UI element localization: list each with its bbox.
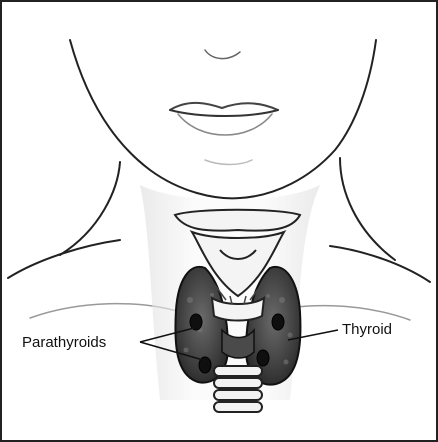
parathyroids-label: Parathyroids xyxy=(22,334,106,351)
trachea xyxy=(214,366,262,412)
thyroid-label: Thyroid xyxy=(342,321,392,338)
trachea-ring xyxy=(214,402,262,412)
parathyroid-upper-right xyxy=(272,314,284,330)
hyoid-bone xyxy=(175,210,300,231)
trachea-ring xyxy=(214,390,262,400)
parathyroid-lower-right xyxy=(257,350,269,366)
trachea-ring xyxy=(214,378,262,388)
parathyroid-upper-left xyxy=(190,314,202,330)
trachea-ring xyxy=(214,366,262,376)
